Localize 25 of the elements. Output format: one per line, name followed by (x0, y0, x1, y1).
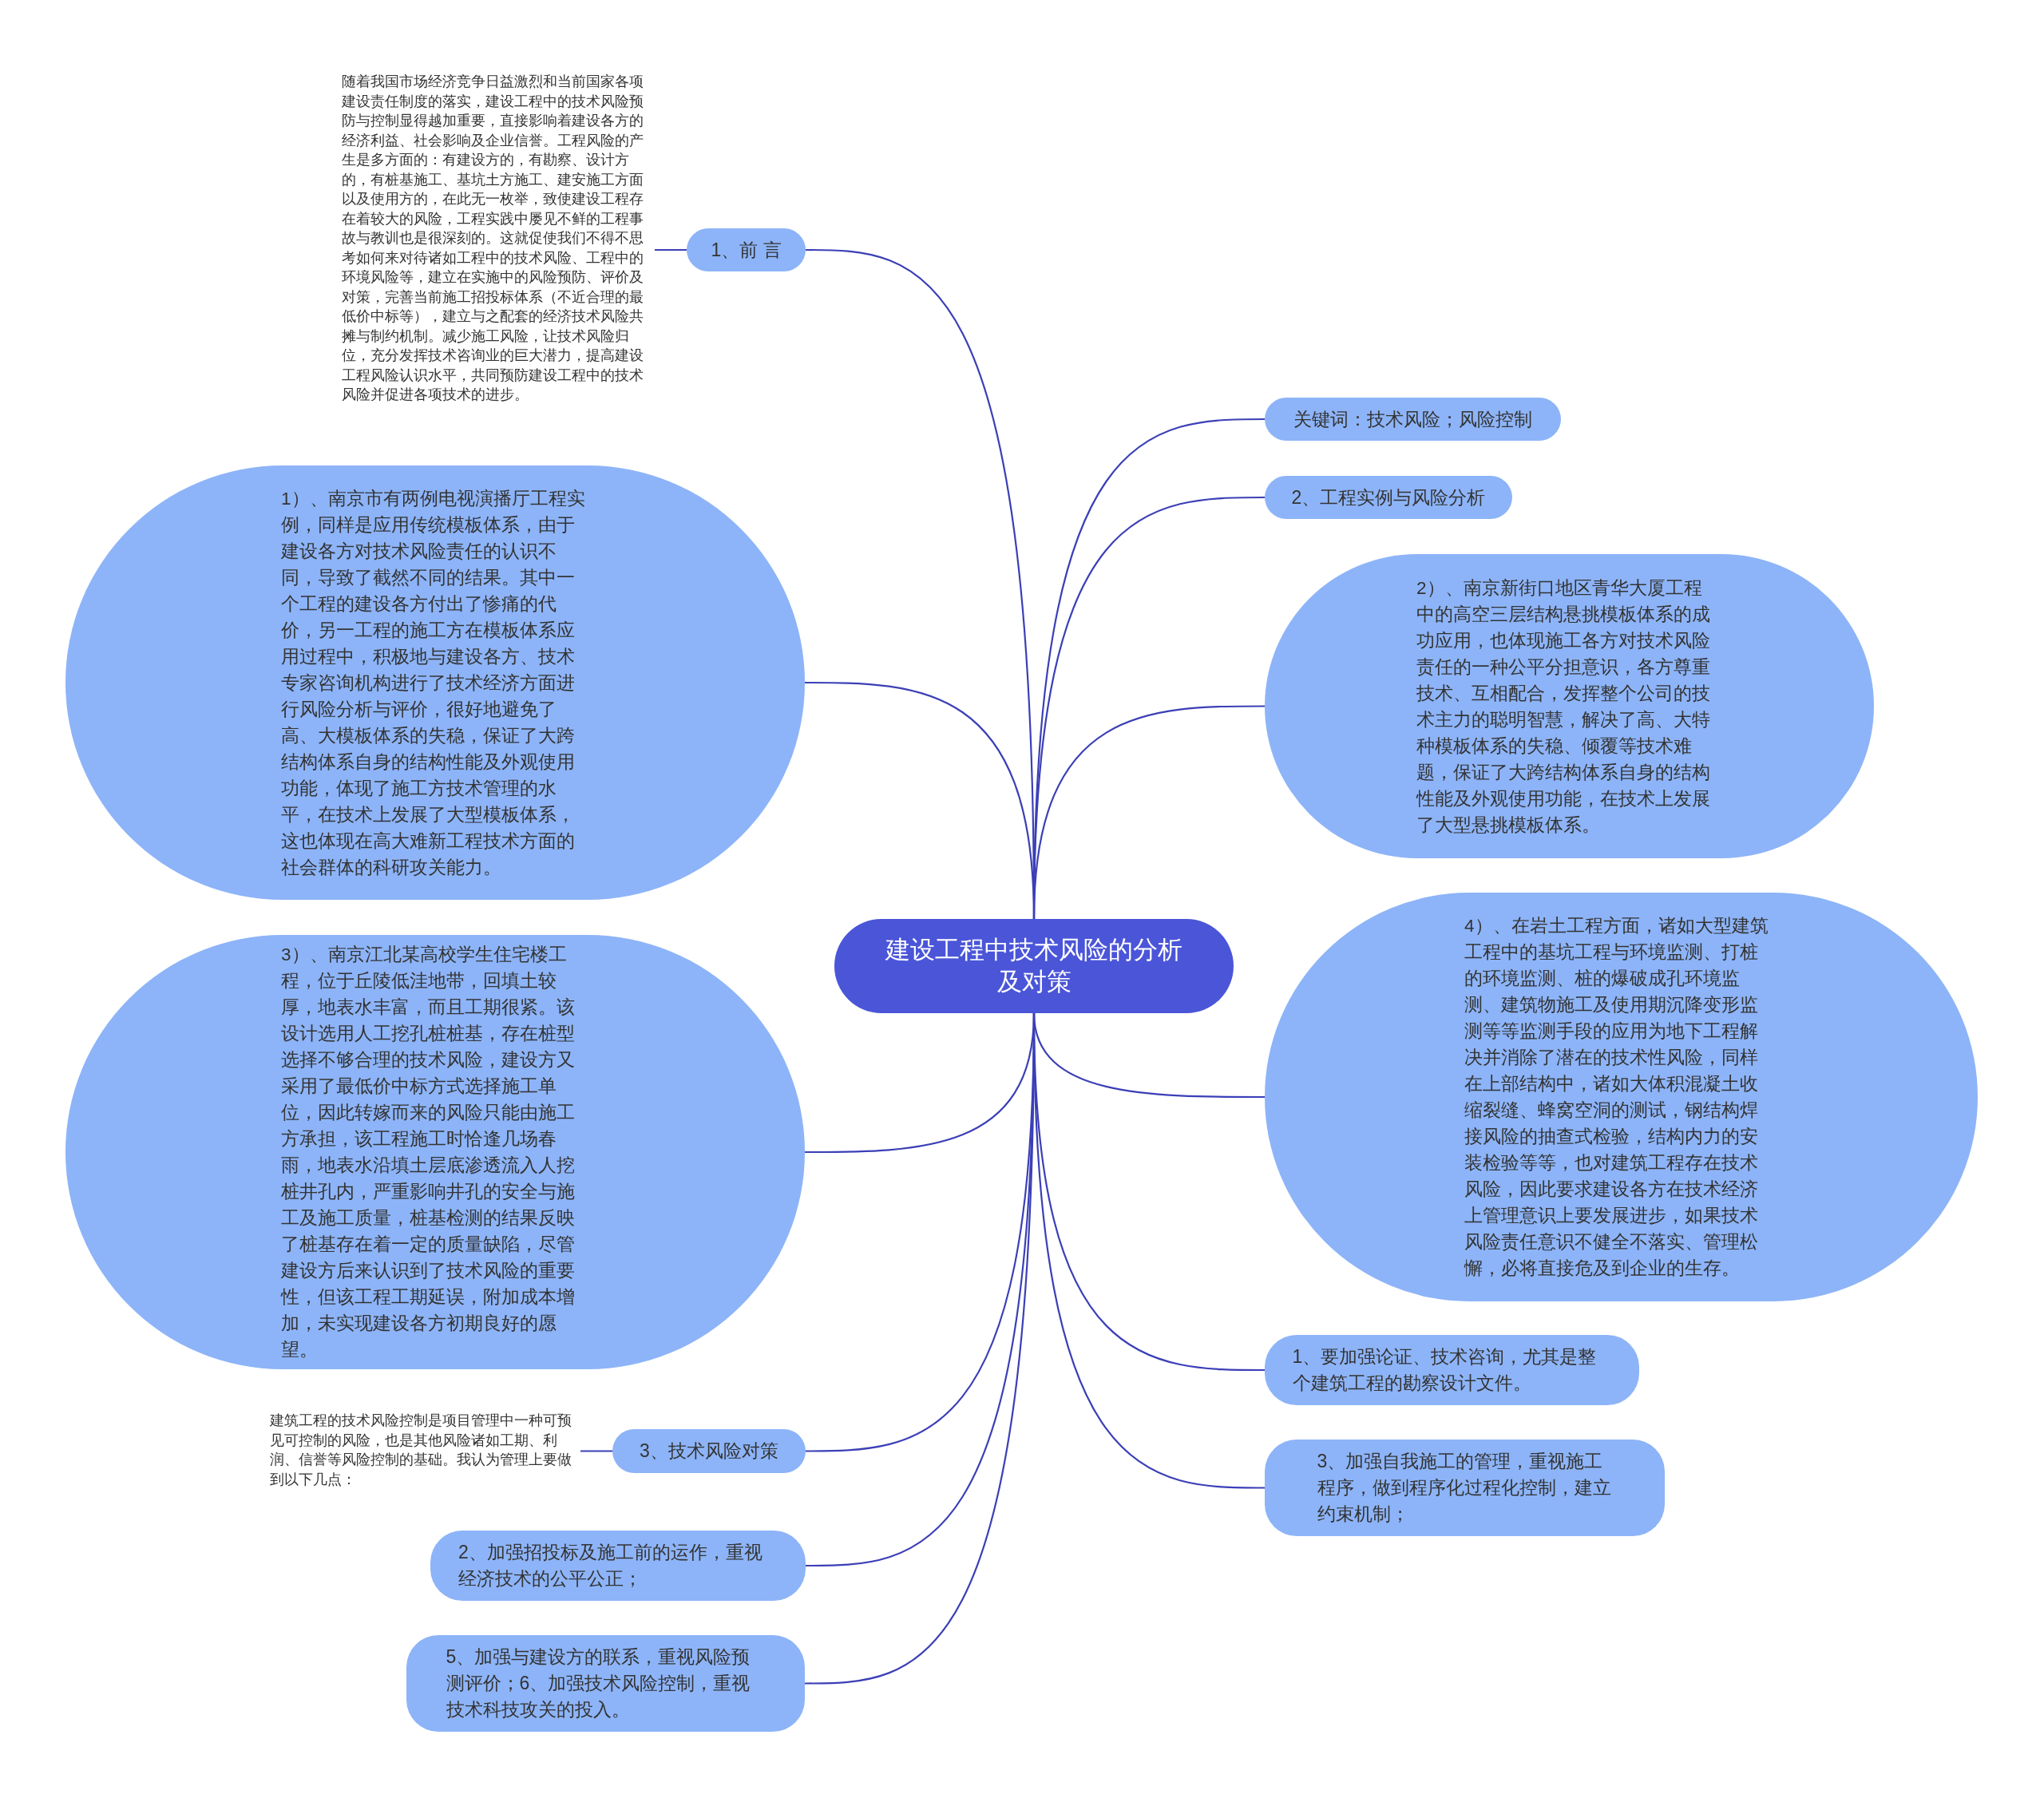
connector-line (580, 1450, 612, 1452)
paragraph-text: 建筑工程的技术风险控制是项目管理中一种可预见可控制的风险，也是其他风险诸如工期、利润、信誉等风险控制的基础。我认为管理上要做到以下几点： (270, 1411, 580, 1493)
topic-text: 2）、南京新街口地区青华大厦工程中的高空三层结构悬挑模板体系的成功应用，也体现施工各方对技术风险责任的一种公平分担意识，各方尊重技术、互相配合，发挥整个公司的技术主力的聪明智慧，解决了高、大特种模板体系的失稳、倾覆等技术难题，保证了大跨结构体系自身的结构性能及外观使用功能，在技术上发展了大型悬挑模板体系。 (1416, 576, 1711, 837)
topic-pill (687, 228, 806, 271)
topic-text: 2、工程实例与风险分析 (1291, 485, 1486, 509)
topic-text: 1、前 言 (711, 238, 782, 262)
topic-text: 关键词：技术风险；风险控制 (1293, 407, 1532, 431)
connector-line (655, 248, 687, 251)
topic-text: 5、加强与建设方的联系，重视风险预测评价；6、加强技术风险控制，重视技术科技攻关的投入。 (446, 1646, 751, 1721)
topic-text: 3、加强自我施工的管理，重视施工程序，做到程序化过程化控制，建立约束机制； (1317, 1450, 1612, 1526)
topic-text: 1）、南京市有两例电视演播厅工程实例，同样是应用传统模板体系，由于建设各方对技术风险责任的认识不同，导致了截然不同的结果。其中一个工程的建设各方付出了惨痛的代价，另一工程的施工方在模板体系应用过程中，积极地与建设各方、技术专家咨询机构进行了技术经济方面进行风险分析与评价，很好地避免了高、大模板体系的失稳，保证了大跨结构体系自身的结构性能及外观使用功能，体现了施工方技术管理的水平，在技术上发展了大型模板体系，这也体现在高大难新工程技术方面的社会群体的科研攻关能力。 (281, 487, 586, 879)
connector-line (805, 681, 1036, 920)
connector-line (805, 1013, 1036, 1685)
topic-pill (406, 1635, 805, 1732)
topic-pill (1265, 398, 1561, 441)
topic-text: 建设工程中技术风险的分析及对策 (884, 935, 1183, 997)
topic-text: 3）、南京江北某高校学生住宅楼工程，位于丘陵低洼地带，回填土较厚，地表水丰富，而且工期很紧。该设计选用人工挖孔桩桩基，存在桩型选择不够合理的技术风险，建设方又采用了最低价中标方式选择施工单位，因此转嫁而来的风险只能由施工方承担，该工程施工时恰逢几场春雨，地表水沿填土层底渗透流入人挖桩井孔内，严重影响井孔的安全与施工及施工质量，桩基检测的结果反映了桩基存在着一定的质量缺陷，尽管建设方后来认识到了技术风险的重要性，但该工程工期延误，附加成本增加，未实现建设各方初期良好的愿望。 (281, 944, 576, 1361)
topic-pill (612, 1429, 806, 1473)
topic-text: 2、加强招投标及施工前的运作，重视经济技术的公平公正； (458, 1541, 763, 1590)
topic-text: 3、技术风险对策 (640, 1440, 778, 1463)
topic-pill (1265, 1440, 1665, 1536)
topic-text: 1、要加强论证、技术咨询，尤其是整个建筑工程的勘察设计文件。 (1292, 1345, 1598, 1395)
topic-text: 4）、在岩土工程方面，诸如大型建筑工程中的基坑工程与环境监测、打桩的环境监测、桩的爆破成孔环境监测、建筑物施工及使用期沉降变形监测等等监测手段的应用为地下工程解决并消除了潜在的技术性风险，同样在上部结构中，诸如大体积混凝土收缩裂缝、蜂窝空洞的测试，钢结构焊接风险的抽查式检验，结构内力的安装检验等等，也对建筑工程存在技术风险，因此要求建设各方在技术经济上管理意识上要发展进步，如果技术风险责任意识不健全不落实、管理松懈，必将直接危及到企业的生存。 (1464, 915, 1769, 1280)
paragraph-text: 随着我国市场经济竞争日益激烈和当前国家各项建设责任制度的落实，建设工程中的技术风险预防与控制显得越加重要，直接影响着建设各方的经济利益、社会影响及企业信誉。工程风险的产生是多方面的：有建设方的，有勘察、设计方的，有桩基施工、基坑土方施工、建安施工方面以及使用方的，在此无一枚举，致使建设工程存在着较大的风险，工程实践中屡见不鲜的工程事故与教训也是很深刻的。这就促使我们不得不思考如何来对待诸如工程中的技术风险、工程中的环境风险等，建立在实施中的风险预防、评价及对策，完善当前施工招投标体系（不近合理的最低价中标等），建立与之配套的经济技术风险共摊与制约机制。减少施工风险，让技术风险归位，充分发挥技术咨询业的巨大潜力，提高建设工程风险认识水平，共同预防建设工程中的技术风险并促进各项技术的进步。 (342, 72, 655, 428)
topic-pill (1265, 476, 1512, 519)
